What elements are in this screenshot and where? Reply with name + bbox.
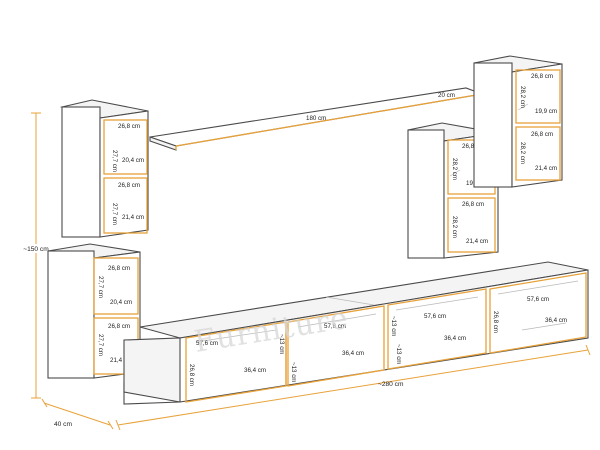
overall-depth-dimension: 40 cm	[41, 398, 114, 430]
stand-left-bottom-width: 26,8 cm	[108, 323, 130, 330]
tv-back-divider-a: ~13 cm	[390, 316, 397, 336]
overall-height-label: ~150 cm	[23, 246, 49, 253]
tv-back-height: 26,8 cm	[492, 311, 499, 333]
wall-left-bottom-height: 27,7 cm	[111, 203, 118, 225]
overall-width-dimension: ~280 cm	[115, 344, 591, 431]
wall-mid-bottom-height: 28,2 cm	[451, 216, 458, 238]
stand-left-top-width: 26,8 cm	[108, 265, 130, 272]
wall-left-top-width: 26,8 cm	[118, 123, 140, 130]
wall-left-top-height: 27,7 cm	[111, 150, 118, 172]
tv-back-right-depth: 36,4 cm	[545, 317, 567, 324]
overall-depth-label: 40 cm	[54, 421, 72, 428]
wall-cabinet-right: 26,8 cm 28,2 cm 19,9 cm 26,8 cm 28,2 cm …	[473, 55, 563, 188]
tv-front-divider-a: ~13 cm	[278, 334, 285, 354]
stand-left-bottom-height: 27,7 cm	[97, 334, 104, 356]
tv-front-right-width: 57,6 cm	[324, 323, 346, 330]
tv-front-left-width: 57,6 cm	[196, 340, 218, 347]
wall-right-bottom-width: 26,8 cm	[531, 131, 553, 138]
tv-unit: 26,8 cm 57,6 cm 36,4 cm ~13 cm ~13 cm 57…	[123, 261, 589, 405]
tv-back-right-width: 57,6 cm	[527, 296, 549, 303]
tv-front-right-depth: 36,4 cm	[342, 350, 364, 357]
wall-right-bottom-height: 28,2 cm	[519, 142, 526, 164]
tv-front-left-depth: 36,4 cm	[244, 367, 266, 374]
wall-left-bottom-width: 26,8 cm	[118, 182, 140, 189]
tv-back-divider-b: ~13 cm	[395, 344, 402, 364]
wall-mid-bottom-depth: 21,4 cm	[466, 238, 488, 245]
wall-cabinet-mid: 26,8 cm 28,2 cm 19,9 cm 26,8 cm 28,2 cm …	[407, 122, 499, 259]
wall-right-bottom-depth: 21,4 cm	[535, 165, 557, 172]
wall-left-top-depth: 20,4 cm	[122, 157, 144, 164]
wall-mid-bottom-width: 26,8 cm	[462, 201, 484, 208]
stand-left-top-depth: 20,4 cm	[110, 299, 132, 306]
wall-mid-top-width: 26,8 cm	[462, 143, 484, 150]
shelf-depth-label: 20 cm	[438, 92, 455, 99]
stand-left-bottom-depth: 21,4 cm	[110, 357, 132, 364]
overall-height-dimension: ~150 cm	[22, 112, 50, 399]
overall-width-label: ~280 cm	[378, 381, 404, 388]
wall-right-top-depth: 19,9 cm	[535, 108, 557, 115]
wall-cabinet-left: 26,8 cm 27,7 cm 20,4 cm 26,8 cm 27,7 cm …	[59, 99, 149, 238]
wall-mid-top-height: 28,2 cm	[451, 158, 458, 180]
wall-right-top-height: 28,2 cm	[519, 86, 526, 108]
wall-left-bottom-depth: 21,4 cm	[122, 214, 144, 221]
tv-back-left-width: 57,6 cm	[424, 313, 446, 320]
tv-front-height: 26,8 cm	[188, 364, 195, 386]
stand-left-top-height: 27,7 cm	[97, 276, 104, 298]
tv-front-divider-b: ~13 cm	[290, 362, 297, 382]
tv-back-left-depth: 36,4 cm	[444, 335, 466, 342]
shelf-length-label: 180 cm	[306, 115, 326, 122]
wall-right-top-width: 26,8 cm	[531, 73, 553, 80]
